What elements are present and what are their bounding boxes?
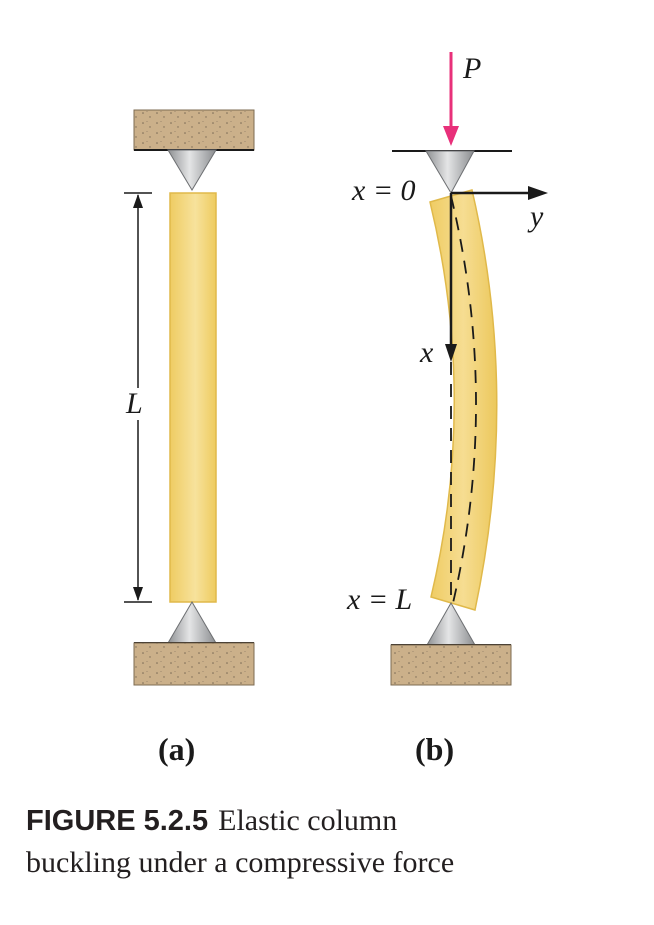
bottom-position-label: x = L [346, 583, 412, 616]
force-arrowhead [443, 126, 459, 146]
panel-b: P x y x = 0 x = L (b) [346, 52, 548, 767]
y-axis-arrowhead [528, 186, 548, 200]
force-label: P [462, 52, 481, 85]
figure-caption: FIGURE 5.2.5 Elastic column buckling unde… [26, 800, 636, 884]
x-axis-label: x [419, 336, 434, 369]
figure-number: FIGURE 5.2.5 [26, 805, 209, 837]
bottom-ground-block-b [390, 644, 512, 686]
y-axis-label: y [527, 200, 544, 233]
panel-a: L (a) [124, 109, 255, 767]
length-arrowhead-bottom [133, 587, 143, 601]
top-pin-support-b [425, 150, 475, 195]
caption-text-1: Elastic column [218, 804, 398, 837]
deflected-centerline [450, 195, 477, 604]
panel-a-label: (a) [158, 731, 195, 767]
top-position-label: x = 0 [351, 174, 416, 207]
caption-line-2: buckling under a compressive force [26, 846, 455, 879]
bottom-ground-block [133, 642, 255, 686]
top-pin-support [167, 149, 217, 191]
bottom-pin-support-b [426, 601, 476, 646]
length-arrowhead-top [133, 194, 143, 208]
length-label: L [125, 387, 143, 420]
x-axis-arrowhead [445, 344, 457, 362]
straight-column [169, 192, 217, 603]
bottom-pin-support [167, 601, 217, 644]
caption-line-1: FIGURE 5.2.5 Elastic column [26, 800, 636, 842]
top-ground-block [133, 109, 255, 151]
panel-b-label: (b) [415, 731, 454, 767]
